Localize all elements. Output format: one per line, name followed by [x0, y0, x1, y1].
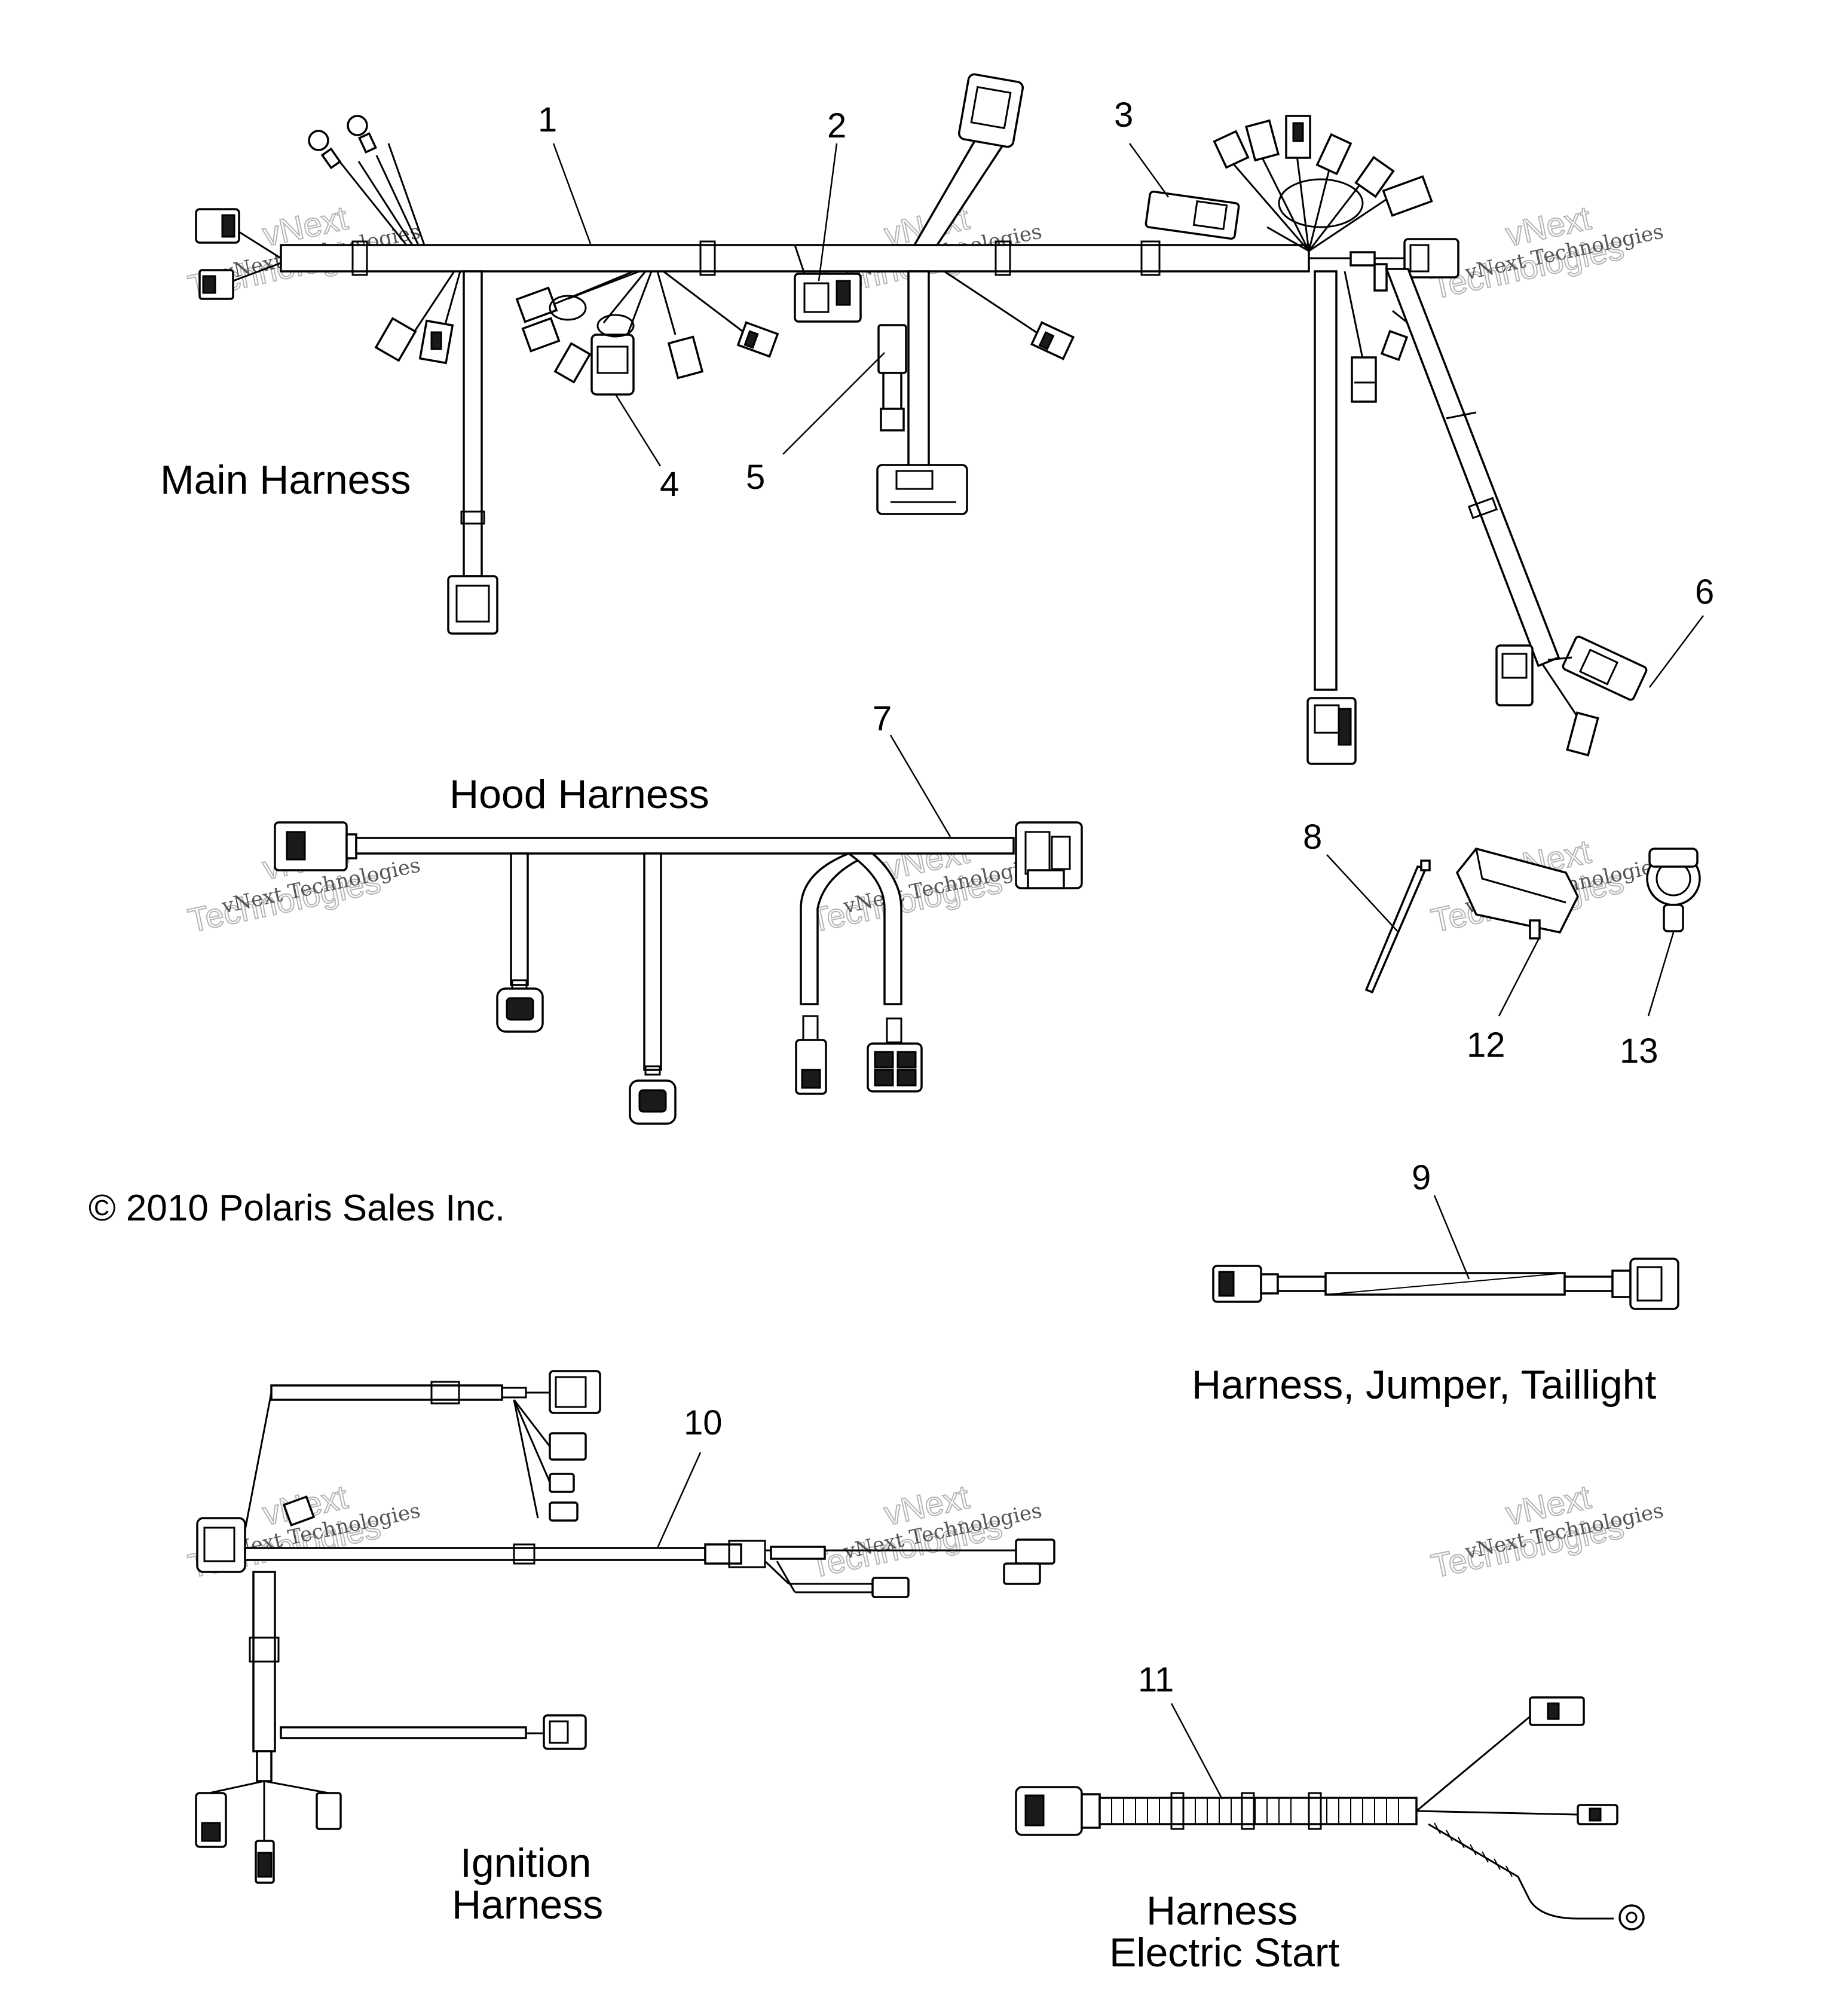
title-ignition-line2: Harness [452, 1882, 603, 1928]
connector-item-5 [877, 324, 907, 374]
callout-3: 3 [1114, 96, 1133, 134]
electric-start-harness [1015, 1696, 1645, 1931]
connector-small [1315, 133, 1352, 176]
ignition-connector-mid [543, 1714, 587, 1750]
watermark-9: Technologies vNext vNext Technologies [1427, 1477, 1665, 1585]
callout-7: 7 [873, 699, 892, 738]
ignition-connector-small [1003, 1562, 1041, 1585]
trunk-sleeve [994, 240, 1011, 276]
callout-4: 4 [660, 465, 679, 504]
connector-item-4 [590, 334, 635, 396]
ignition-connector-small [316, 1792, 342, 1830]
callout-5: 5 [746, 458, 765, 497]
main-harness-diagonal-branch [1385, 268, 1560, 668]
callout-11: 11 [1138, 1660, 1174, 1699]
hood-harness [274, 821, 1083, 1125]
corrugation [1111, 1798, 1399, 1824]
trunk-sleeve [699, 240, 716, 276]
main-harness-trunk [280, 244, 1310, 273]
connector-small [1213, 130, 1250, 169]
callout-10: 10 [684, 1403, 723, 1442]
ring-terminal [347, 115, 368, 136]
jumper-connector-right [1629, 1258, 1679, 1310]
ignition-top-branch [270, 1384, 503, 1401]
main-harness [195, 73, 1648, 765]
callout-12: 12 [1467, 1026, 1505, 1064]
title-main-harness: Main Harness [160, 457, 411, 503]
hood-harness-trunk [355, 837, 1015, 855]
ignition-hub-connector [196, 1517, 246, 1573]
ring-terminal [308, 130, 329, 151]
title-ignition-line1: Ignition [460, 1840, 591, 1886]
connector-item-6 [1562, 635, 1648, 701]
connector-small [736, 321, 779, 358]
callout-8: 8 [1303, 818, 1322, 856]
title-jumper-taillight: Harness, Jumper, Taillight [1192, 1362, 1656, 1408]
connector-small [521, 317, 561, 353]
hood-drop-2 [643, 852, 662, 1071]
main-harness-right-down-branch [1314, 270, 1338, 691]
connector-small [1030, 321, 1075, 360]
ignition-connector-small [549, 1432, 587, 1461]
callout-numbers: 1 2 3 4 5 6 7 8 9 10 11 12 13 [538, 96, 1714, 1699]
callout-2: 2 [827, 106, 846, 145]
title-electric-start-line1: Harness [1146, 1888, 1298, 1934]
main-harness-down-branch [907, 270, 930, 500]
section-titles: Main Harness Hood Harness Harness, Jumpe… [88, 457, 1656, 1975]
connector-small [667, 335, 704, 380]
connector-top-large [957, 73, 1024, 148]
leader-lines [552, 143, 1704, 1800]
connector-small [1495, 644, 1534, 706]
ignition-harness [195, 1370, 1055, 1884]
connector-small [1245, 119, 1280, 162]
main-harness-drop-branch [463, 270, 483, 577]
connector-small [553, 342, 592, 384]
connector-small [1566, 711, 1599, 757]
connector-small [1351, 356, 1377, 403]
copyright-notice: © 2010 Polaris Sales Inc. [88, 1188, 505, 1229]
connector-small [1382, 175, 1433, 217]
watermark-5: Technologies vNext vNext Technologies [806, 831, 1044, 940]
callout-6: 6 [1695, 573, 1714, 611]
ignition-main-branch [244, 1547, 706, 1561]
title-hood-harness: Hood Harness [449, 772, 709, 817]
ignition-connector-small [549, 1501, 579, 1522]
small-parts [1364, 848, 1701, 994]
ignition-mid-branch [280, 1726, 527, 1739]
hood-drop-1 [510, 852, 529, 986]
connector-small [515, 286, 558, 323]
callout-13: 13 [1620, 1032, 1658, 1070]
corrugation-secondary [1434, 1822, 1513, 1877]
title-electric-start-line2: Electric Start [1109, 1930, 1340, 1975]
ignition-connector-small [871, 1577, 910, 1598]
ignition-connector-small [549, 1473, 575, 1493]
ignition-connector-small [1015, 1538, 1055, 1565]
trunk-sleeve [1140, 240, 1161, 276]
connector-small [1354, 155, 1395, 198]
estart-ring-terminal [1618, 1904, 1645, 1931]
callout-9: 9 [1412, 1158, 1431, 1197]
jumper-taillight-harness [1212, 1258, 1679, 1310]
trunk-sleeve [351, 240, 368, 276]
connector-small [374, 317, 417, 362]
estart-corrugated-sleeve [1098, 1797, 1418, 1825]
hood-connector-left [274, 821, 348, 871]
connector-right-end [1403, 238, 1459, 279]
connector-drop-main [447, 575, 498, 635]
callout-1: 1 [538, 100, 557, 139]
